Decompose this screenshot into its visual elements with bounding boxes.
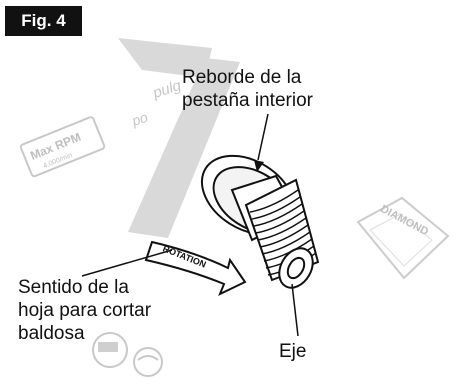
inner-flange-rim-line-1: Reborde de la bbox=[182, 67, 302, 88]
rotation-arrow: ROTATION bbox=[144, 240, 247, 297]
flange-shaft-assembly bbox=[200, 154, 320, 289]
diamond-watermark: DIAMOND bbox=[356, 196, 450, 280]
inner-flange-rim-line-2: pestaña interior bbox=[182, 90, 313, 111]
unit-fragment-watermark: po bbox=[129, 109, 150, 129]
tile-blade-direction-line-1: Sentido de la bbox=[18, 277, 129, 298]
unit-watermark: pulg bbox=[150, 77, 184, 102]
leader-flange-rim bbox=[257, 113, 269, 161]
shaft-threads bbox=[249, 189, 317, 276]
figure-label: Fig. 4 bbox=[5, 6, 82, 36]
shaft-label: Eje bbox=[279, 341, 307, 362]
blade-size-watermark bbox=[118, 38, 240, 238]
tile-blade-direction-line-2: hoja para cortar bbox=[18, 300, 152, 321]
leader-shaft bbox=[291, 283, 299, 337]
tile-icon-watermark bbox=[92, 332, 163, 377]
tile-blade-direction-label: Sentido de la hoja para cortar baldosa bbox=[18, 276, 151, 345]
leader-direction bbox=[81, 249, 173, 277]
flange-rim-arrowhead bbox=[254, 160, 264, 172]
diamond-label: DIAMOND bbox=[378, 203, 430, 238]
inner-flange-rim-label: Reborde de la pestaña interior bbox=[182, 66, 313, 112]
max-rpm-stamp: Max RPM 4,000/min bbox=[19, 116, 106, 178]
tile-blade-direction-line-3: baldosa bbox=[18, 323, 85, 344]
leader-lines bbox=[81, 113, 299, 337]
